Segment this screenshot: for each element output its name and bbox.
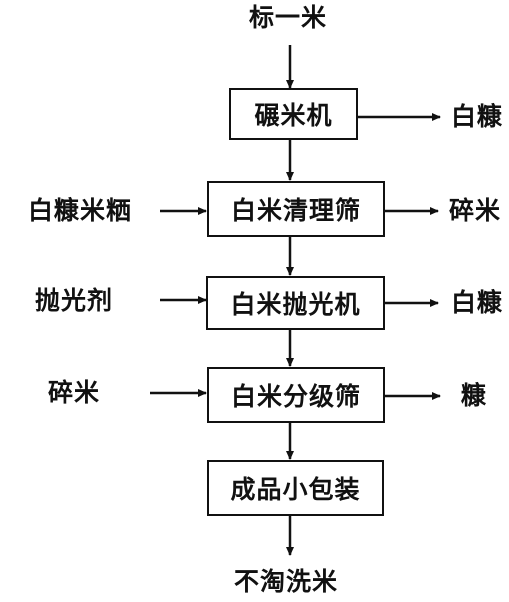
- step4-left-input-label: 碎米: [48, 378, 101, 407]
- step3-left-input-label: 抛光剂: [35, 286, 114, 315]
- step-box-3: 白米抛光机: [206, 276, 385, 330]
- step4-right-output-label: 糠: [461, 381, 488, 410]
- output-label: 不淘洗米: [234, 567, 339, 596]
- step-box-5: 成品小包装: [207, 460, 384, 516]
- step1-right-output-label: 白糠: [451, 102, 504, 131]
- step2-right-output-label: 碎米: [449, 196, 502, 225]
- step-box-4: 白米分级筛: [207, 367, 385, 423]
- step2-left-input-label: 白糠米粞: [28, 196, 133, 225]
- step3-right-output-label: 白糠: [451, 288, 504, 317]
- input-label: 标一米: [249, 3, 328, 32]
- step-box-1: 碾米机: [229, 88, 358, 140]
- step-box-2: 白米清理筛: [207, 181, 385, 237]
